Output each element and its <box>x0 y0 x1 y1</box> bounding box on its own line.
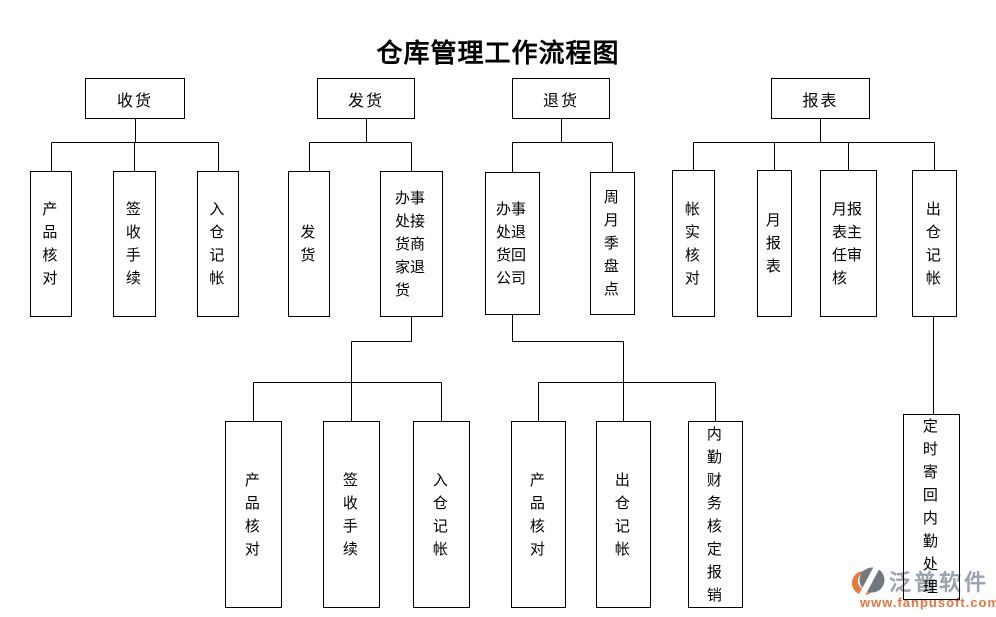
node-warehouse-in-receiving: 入仓 记帐 <box>197 171 239 317</box>
node-office-return-to-company: 办事处退货回公司 <box>485 172 540 315</box>
fanpu-logo-icon <box>852 566 885 598</box>
node-warehouse-out-returns: 出仓 记帐 <box>596 421 651 608</box>
watermark: 泛普软件 www.fanpusoft.com <box>852 564 996 616</box>
node-scheduled-mail-to-backoffice: 定时寄回内勤处理 <box>903 414 960 600</box>
node-label: 报表 <box>802 92 839 110</box>
node-book-vs-actual-check: 帐实核对 <box>672 170 715 317</box>
node-returns: 退货 <box>512 78 610 119</box>
node-label: 出仓 记帐 <box>925 200 956 287</box>
watermark-url-text: www.fanpusoft.com <box>860 595 996 610</box>
node-label: 产品核对 <box>529 471 545 558</box>
node-monthly-report: 月报表 <box>757 170 792 317</box>
node-periodic-stocktake: 周月季盘点 <box>590 172 635 315</box>
node-reports: 报表 <box>771 78 870 119</box>
node-label: 月报表主任审核 <box>832 200 863 287</box>
node-label: 发货 <box>347 92 384 110</box>
node-label: 入仓 记帐 <box>432 471 463 558</box>
node-label: 产品核对 <box>42 201 58 287</box>
node-label: 帐实核对 <box>684 200 700 287</box>
node-label: 办事处退货回公司 <box>496 200 527 287</box>
node-signoff-receiving: 签收手续 <box>113 171 156 317</box>
node-label: 发 货 <box>300 224 346 264</box>
node-label: 签收手续 <box>125 201 141 287</box>
node-label: 入仓 记帐 <box>209 201 240 287</box>
node-report-director-review: 月报表主任审核 <box>820 170 877 317</box>
watermark-brand-text: 泛普软件 <box>889 570 990 595</box>
node-label: 内勤财务核定报销 <box>706 425 722 604</box>
node-backoffice-finance-approval: 内勤财务核定报销 <box>688 421 743 608</box>
node-label: 办事处接货商家退货 <box>395 189 426 299</box>
node-office-receive-merchant-returns: 办事处接货商家退货 <box>380 171 443 317</box>
node-label: 签收手续 <box>342 471 358 558</box>
node-label: 出仓 记帐 <box>614 471 645 558</box>
node-receiving: 收货 <box>85 78 185 119</box>
node-label: 月报表 <box>765 212 781 275</box>
node-ship-goods: 发 货 <box>288 171 346 317</box>
node-signoff-shipping: 签收手续 <box>323 421 380 608</box>
diagram-title: 仓库管理工作流程图 <box>376 38 620 68</box>
node-warehouse-out-reports: 出仓 记帐 <box>912 170 957 317</box>
node-product-check-receiving: 产品核对 <box>30 171 72 317</box>
node-label: 收货 <box>116 92 153 110</box>
node-shipping: 发货 <box>317 78 415 119</box>
node-label: 退货 <box>542 92 579 110</box>
node-warehouse-in-shipping: 入仓 记帐 <box>413 421 470 608</box>
node-label: 周月季盘点 <box>603 189 619 298</box>
node-product-check-shipping: 产品核对 <box>225 421 282 608</box>
node-product-check-returns: 产品核对 <box>511 421 566 608</box>
node-label: 定时寄回内勤处理 <box>922 418 938 596</box>
node-label: 产品核对 <box>244 471 260 558</box>
